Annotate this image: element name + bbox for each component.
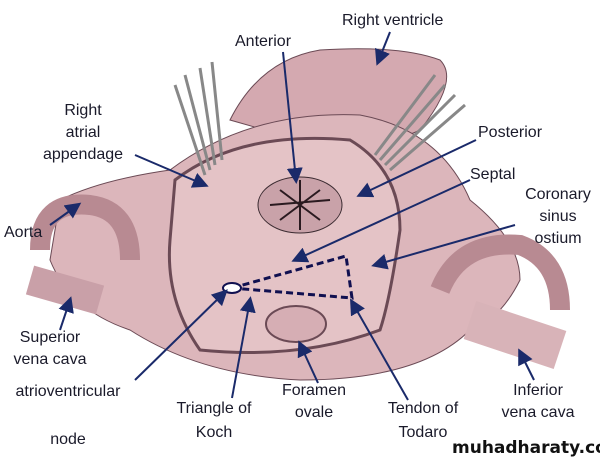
- label-line: Superior: [19, 329, 81, 346]
- label-line: node: [50, 431, 86, 448]
- label-line: Coronary: [525, 186, 591, 203]
- label-line: vena cava: [501, 404, 575, 421]
- label-line: atrioventricular: [15, 383, 121, 400]
- label-line: Triangle of: [176, 400, 252, 417]
- label-line: Foramen: [281, 382, 347, 399]
- label-line: Koch: [195, 424, 233, 441]
- label-line: atrial: [65, 124, 101, 141]
- label-posterior: Posterior: [478, 124, 543, 141]
- label-aorta: Aorta: [4, 224, 43, 241]
- triangle-of-koch: [231, 254, 354, 300]
- label-line: sinus: [539, 208, 577, 225]
- label-right-ventricle: Right ventricle: [342, 12, 444, 29]
- label-line: Tendon of: [387, 400, 459, 417]
- label-line: vena cava: [13, 351, 87, 368]
- label-septal: Septal: [470, 166, 516, 183]
- label-triangle-of-koch: Triangle of Koch: [158, 397, 270, 445]
- label-line: Inferior: [513, 382, 563, 399]
- aorta-tube: [30, 194, 140, 261]
- label-coronary-sinus-ostium: Coronary sinus ostium: [516, 184, 600, 250]
- foramen-ovale-shape: [265, 305, 327, 343]
- label-line: appendage: [42, 146, 124, 163]
- label-superior-vena-cava: Superior vena cava: [5, 327, 95, 371]
- retractors: [173, 61, 466, 176]
- label-atrioventricular-node: atrioventricular node: [2, 380, 134, 452]
- inferior-vena-cava-tube: [430, 234, 570, 311]
- pointer-arrows: [49, 31, 535, 401]
- label-line: Right: [64, 102, 102, 119]
- watermark: muhadharaty.com: [452, 438, 600, 458]
- superior-vena-cava-tube: [25, 265, 105, 315]
- label-anterior: Anterior: [235, 33, 292, 50]
- label-right-atrial-appendage: Right atrial appendage: [40, 100, 126, 166]
- label-foramen-ovale: Foramen ovale: [278, 380, 350, 424]
- label-tendon-of-todaro: Tendon of Todaro: [376, 397, 470, 445]
- label-inferior-vena-cava: Inferior vena cava: [490, 380, 586, 424]
- label-line: ostium: [534, 230, 582, 247]
- label-line: ovale: [294, 404, 334, 421]
- label-line: Todaro: [398, 424, 448, 441]
